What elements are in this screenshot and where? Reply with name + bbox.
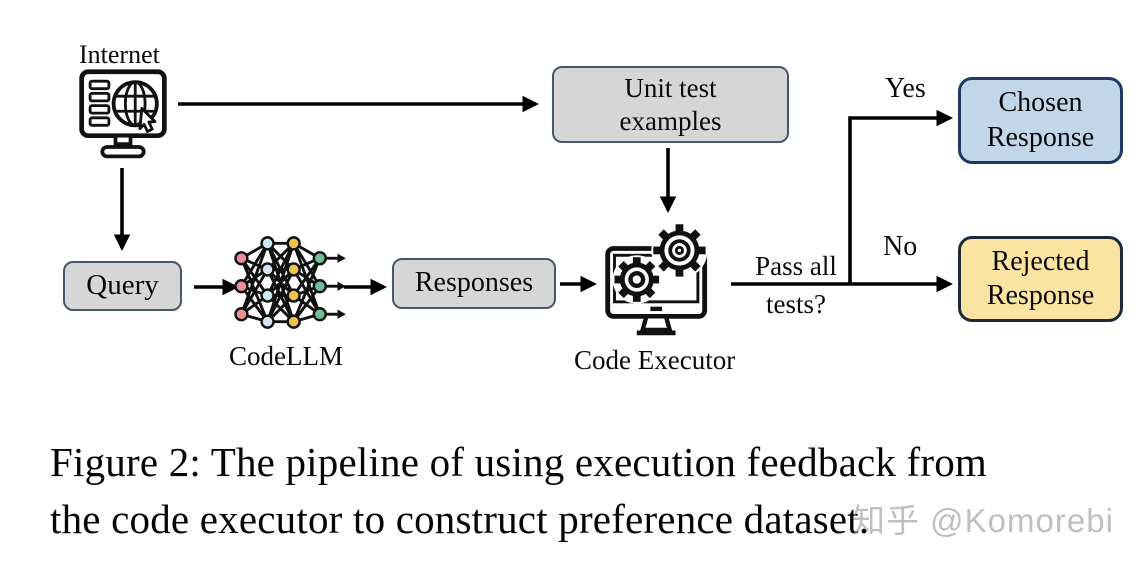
- rejected-line2: Response: [986, 280, 1095, 311]
- codellm-neural-network-icon: [234, 236, 346, 329]
- unit-test-line1: Unit test: [624, 72, 717, 103]
- figure-caption: Figure 2: The pipeline of using executio…: [50, 434, 1130, 548]
- chosen-line1: Chosen: [998, 87, 1083, 119]
- code-executor-label: Code Executor: [574, 345, 736, 375]
- pass-all-tests-label: Pass all tests?: [744, 250, 848, 321]
- query-box: Query: [63, 261, 182, 311]
- internet-globe-icon: [79, 69, 167, 159]
- internet-label: Internet: [79, 40, 160, 69]
- rejected-line1: Rejected: [991, 245, 1090, 277]
- code-executor-icon: [605, 222, 708, 336]
- caption-line2: the code executor to construct preferenc…: [50, 496, 870, 542]
- no-label: No: [883, 231, 918, 262]
- rejected-response-box: Rejected Response: [958, 236, 1123, 322]
- pass-all-line2: tests?: [766, 289, 826, 319]
- chosen-response-box: Chosen Response: [958, 77, 1123, 164]
- responses-box: Responses: [392, 258, 556, 309]
- connector-arrows: [113, 95, 953, 296]
- chosen-line2: Response: [986, 121, 1095, 153]
- unit-test-examples-box: Unit test examples: [552, 66, 789, 143]
- yes-label: Yes: [885, 73, 926, 104]
- watermark: 知乎 @Komorebi: [852, 502, 1114, 539]
- codellm-label: CodeLLM: [229, 341, 343, 371]
- pass-all-line1: Pass all: [755, 251, 837, 281]
- unit-test-line2: examples: [619, 105, 722, 136]
- query-label: Query: [86, 269, 159, 302]
- responses-label: Responses: [414, 267, 534, 299]
- caption-line1: Figure 2: The pipeline of using executio…: [50, 439, 988, 485]
